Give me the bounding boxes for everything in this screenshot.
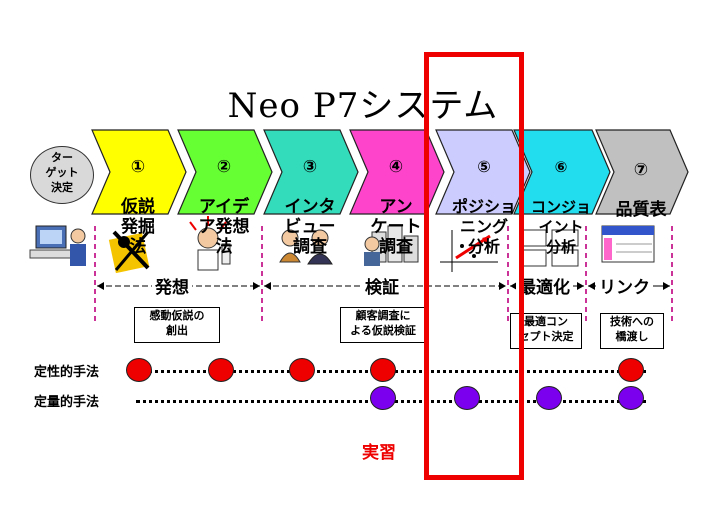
step-6-text: コンジョ イント 分析 [530,198,591,256]
quantitative-dot-step-4 [370,386,396,410]
qualitative-dot-step-7 [618,358,644,382]
quantitative-dot-step-5 [454,386,480,410]
survey-questionnaire-icon [364,225,419,266]
qualitative-dot-step-1 [126,358,152,382]
step-3-label: ③ インタ ビュー 調査 [276,137,344,277]
step-3-text: インタ ビュー 調査 [284,197,336,257]
goal-box-ideation: 感動仮説の 創出 [134,307,220,343]
quantitative-dot-step-6 [536,386,562,410]
idea-digging-icon [108,230,150,274]
step-5-text: ポジショ ニング 分析 [451,197,516,256]
step-6-number: ⑥ [554,158,568,176]
step-6-label: ⑥ コンジョ イント 分析 [520,137,602,277]
quantitative-dot-step-7 [618,386,644,410]
step-7-label: ⑦ 品質表 [606,140,676,240]
phase-ideation: 発想 [152,273,192,298]
row-label-quantitative: 定量的手法 [34,395,100,410]
row-label-qualitative: 定性的手法 [34,365,100,380]
step-2-text: アイデ ア発想 法 [198,197,250,257]
step-6-chevron [513,129,611,215]
step-4-number: ④ [388,157,404,177]
diagram-title: Neo P7システム [227,86,499,126]
phase-verification: 検証 [362,273,402,298]
positioning-map-icon [440,230,498,272]
practice-label: 実習 [362,443,396,463]
step-7-chevron [595,129,689,215]
step-2-number: ② [216,157,232,177]
step-5-number: ⑤ [477,157,491,176]
goal-box-verification: 顧客調査に よる仮説検証 [340,307,426,343]
step-3-chevron [263,129,359,215]
goal-box-link: 技術への 橋渡し [600,313,664,349]
computer-user-icon [29,225,86,266]
qualitative-dot-step-3 [289,358,315,382]
practice-highlight-box [424,52,524,480]
step-2-label: ② アイデ ア発想 法 [190,137,258,277]
target-decision-label: ター ゲット 決定 [45,151,79,194]
qualitative-dot-step-4 [370,358,396,382]
step-4-label: ④ アン ケート 調査 [362,137,430,277]
phase-optimization: 最適化 [516,273,573,298]
conjoint-cards-icon [519,229,579,267]
step-2-chevron [177,129,273,215]
step-5-label: ⑤ ポジショ ニング 分析 [444,137,524,277]
step-4-text: アン ケート 調査 [370,197,422,257]
phase-link: リンク [596,273,653,298]
target-decision-node [30,146,94,204]
step-5-chevron [435,129,531,215]
brainstorm-person-icon [189,216,231,271]
step-3-number: ③ [302,157,318,177]
step-1-label: ① 仮説 発掘 法 [104,137,172,277]
phase-separators [94,226,673,325]
step-7-number: ⑦ [633,160,649,180]
quality-table-icon [601,225,655,263]
qualitative-dot-step-2 [208,358,234,382]
step-1-chevron [91,129,187,215]
step-1-text: 仮説 発掘 法 [121,197,155,257]
interview-people-icon [279,229,333,265]
step-1-number: ① [130,157,146,177]
step-7-text: 品質表 [615,200,667,220]
